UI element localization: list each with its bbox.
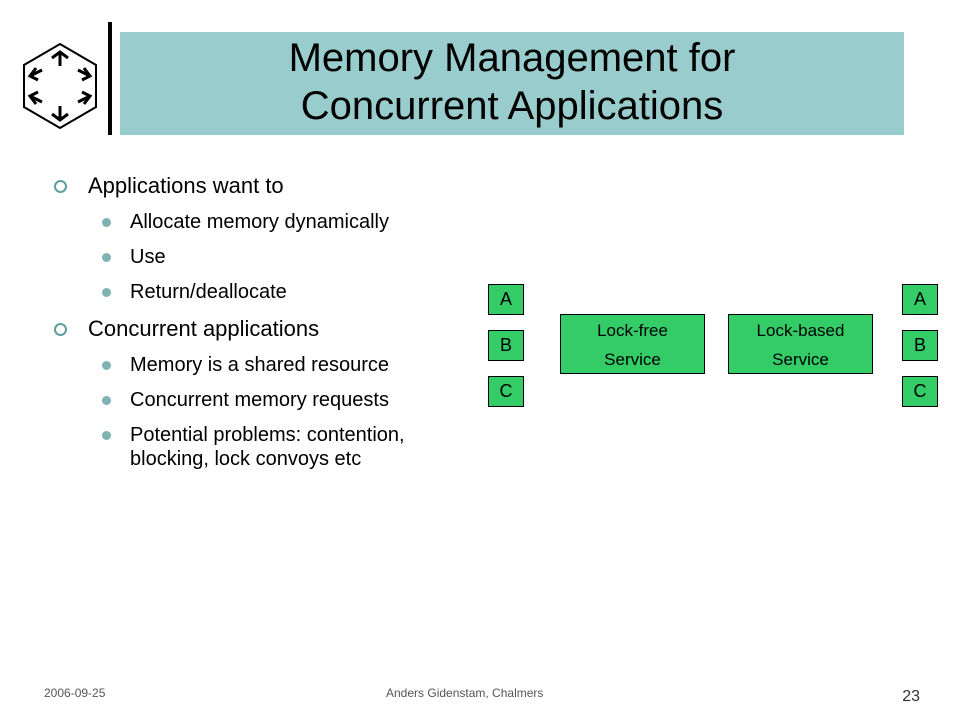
lock-free-label: Lock-free xyxy=(597,321,668,340)
sub-bullet: Return/deallocate xyxy=(50,280,430,304)
client-b-right: B xyxy=(902,330,938,361)
bullet-applications: Applications want to xyxy=(50,172,470,200)
sub-bullet: Memory is a shared resource xyxy=(50,353,430,377)
title-divider-bar xyxy=(108,22,112,135)
sub-bullet-text: Use xyxy=(130,246,166,268)
page-number: 23 xyxy=(902,688,920,705)
bullet-concurrent: Concurrent applications xyxy=(50,315,470,343)
sub-bullet: Potential problems: contention, blocking… xyxy=(50,423,440,471)
ring-bullet-icon xyxy=(54,323,67,336)
sub-bullet-text: Allocate memory dynamically xyxy=(130,211,389,233)
dot-bullet-icon xyxy=(102,361,111,370)
chalmers-logo-icon xyxy=(23,42,97,130)
title-band xyxy=(120,32,904,135)
dot-bullet-icon xyxy=(102,253,111,262)
client-a-right: A xyxy=(902,284,938,315)
bullet-text: Concurrent applications xyxy=(88,316,320,341)
client-c-left: C xyxy=(488,376,524,407)
slide-title: Memory Management for Concurrent Applica… xyxy=(120,34,904,130)
footer-date: 2006-09-25 xyxy=(44,686,106,700)
sub-bullet-text: Concurrent memory requests xyxy=(130,389,389,411)
bullet-list: Applications want to Allocate memory dyn… xyxy=(50,172,470,482)
client-c-right: C xyxy=(902,376,938,407)
bullet-text: Applications want to xyxy=(88,173,284,198)
sub-bullet-text: Potential problems: contention, blocking… xyxy=(130,424,405,470)
service-label: Service xyxy=(772,350,829,369)
client-b-left: B xyxy=(488,330,524,361)
dot-bullet-icon xyxy=(102,396,111,405)
lock-based-label: Lock-based xyxy=(756,321,845,340)
lock-free-service: Lock-free Service xyxy=(560,314,705,374)
dot-bullet-icon xyxy=(102,431,111,440)
dot-bullet-icon xyxy=(102,288,111,297)
client-a-left: A xyxy=(488,284,524,315)
lock-based-service: Lock-based Service xyxy=(728,314,873,374)
footer-author: Anders Gidenstam, Chalmers xyxy=(386,686,544,700)
title-line-1: Memory Management for xyxy=(288,36,736,80)
sub-bullet: Use xyxy=(50,245,430,269)
sub-bullet-text: Memory is a shared resource xyxy=(130,354,389,376)
sub-bullet-text: Return/deallocate xyxy=(130,281,287,303)
service-label: Service xyxy=(604,350,661,369)
dot-bullet-icon xyxy=(102,218,111,227)
sub-bullet: Concurrent memory requests xyxy=(50,388,430,412)
sub-bullet: Allocate memory dynamically xyxy=(50,210,430,234)
title-line-2: Concurrent Applications xyxy=(300,84,724,128)
ring-bullet-icon xyxy=(54,180,67,193)
